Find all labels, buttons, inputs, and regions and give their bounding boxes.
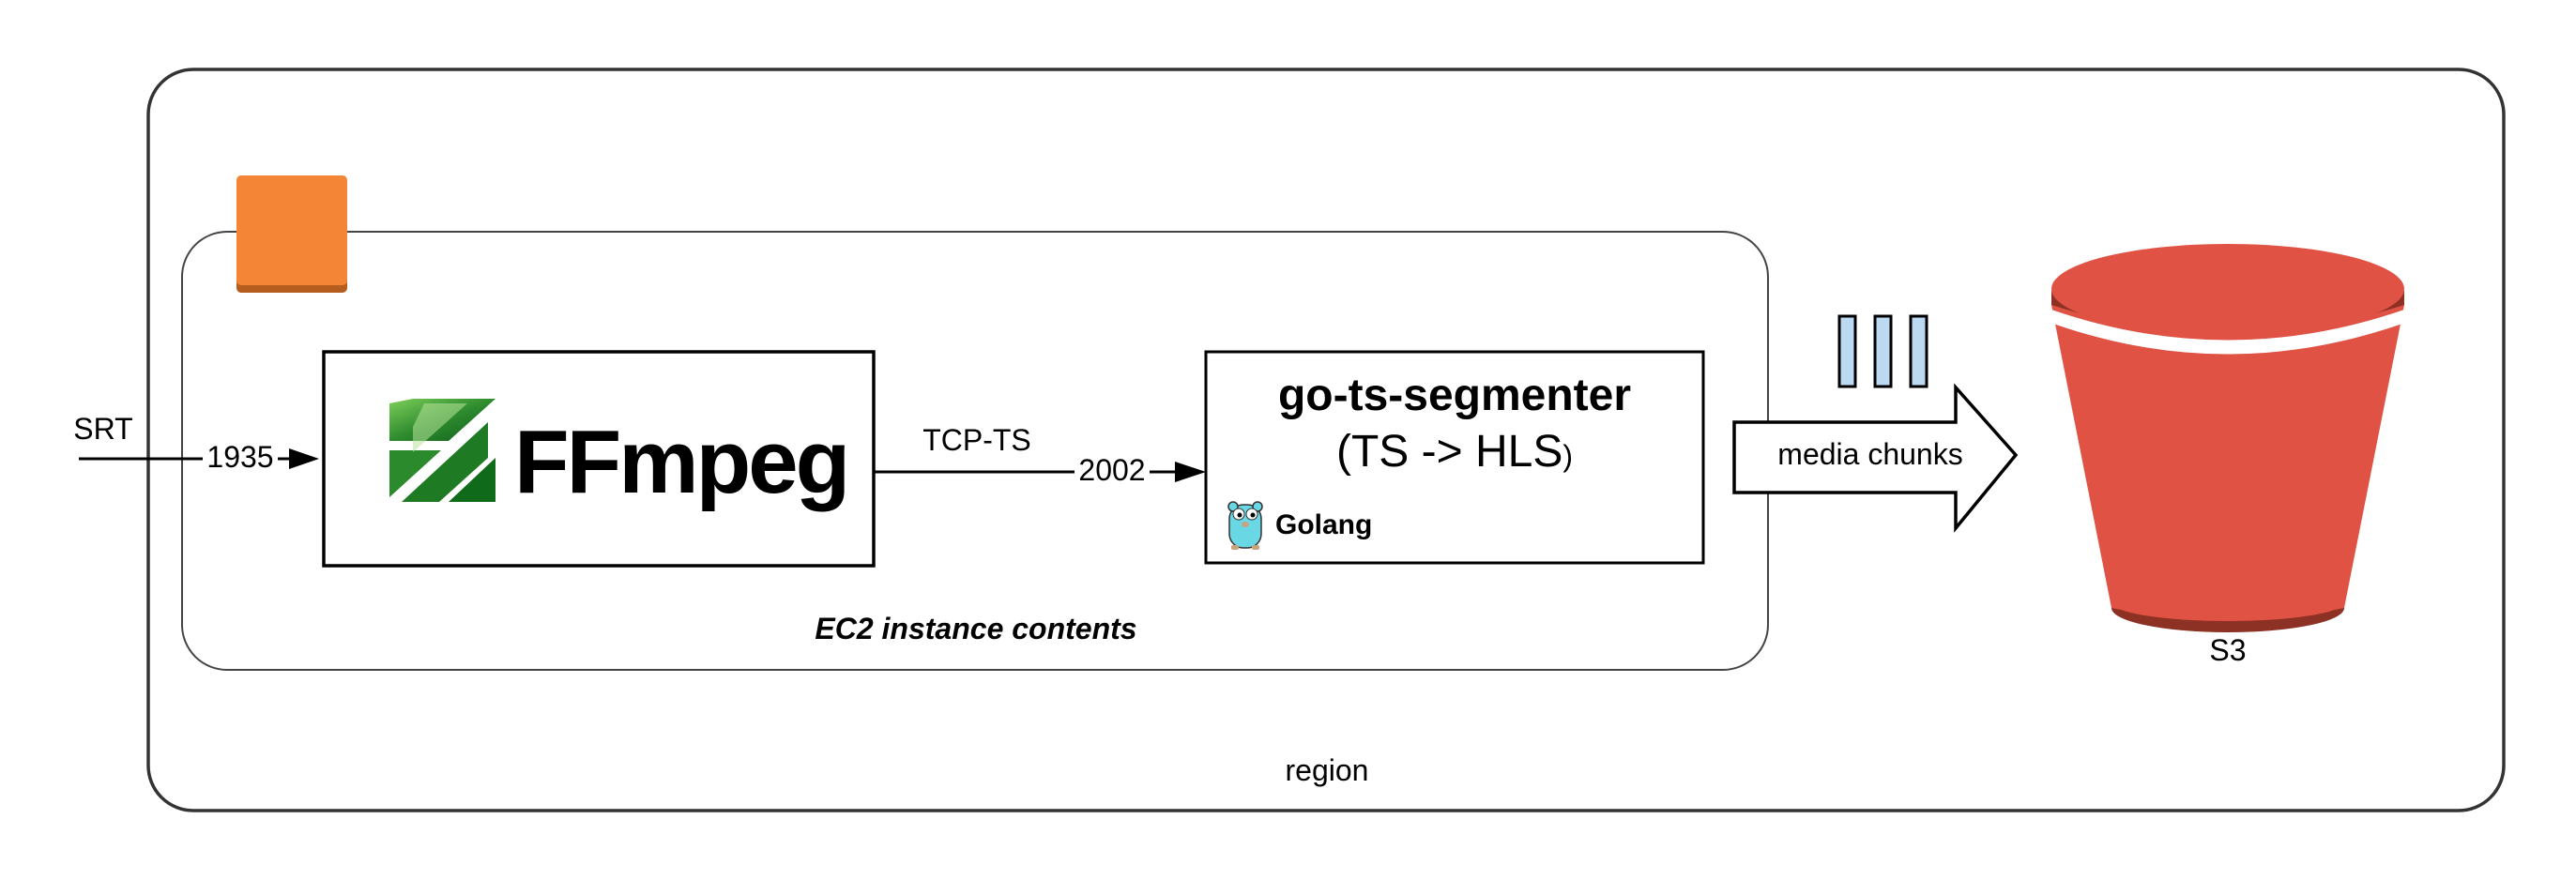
media-chunks-label: media chunks <box>1777 437 1962 471</box>
srt-input-arrow <box>79 448 319 469</box>
ffmpeg-logo-icon <box>389 399 495 502</box>
gopher-icon <box>1227 501 1263 550</box>
media-chunk-3 <box>1909 314 1928 388</box>
region-container <box>146 68 2506 812</box>
region-label: region <box>1286 753 1369 787</box>
golang-label: Golang <box>1275 509 1372 540</box>
media-chunk-1 <box>1837 314 1857 388</box>
s3-label: S3 <box>2209 633 2246 667</box>
port-1935-bg <box>203 439 278 475</box>
port-2002-bg <box>1075 452 1150 488</box>
s3-bucket-icon <box>2051 244 2404 632</box>
segmenter-title: go-ts-segmenter <box>1278 371 1631 420</box>
ec2-instance-icon <box>236 175 347 293</box>
ec2-label: EC2 instance contents <box>815 612 1136 645</box>
tcp-ts-label: TCP-TS <box>922 423 1031 457</box>
port-2002-label: 2002 <box>1078 453 1145 487</box>
segmenter-subtitle: (TS -> HLS) <box>1336 427 1573 477</box>
srt-label: SRT <box>73 412 132 446</box>
ffmpeg-name: FFmpeg <box>514 412 847 512</box>
media-chunks-arrow <box>1732 383 2019 533</box>
port-1935-label: 1935 <box>206 440 273 474</box>
segmenter-box <box>1204 350 1705 565</box>
tcp-ts-arrow <box>874 462 1206 482</box>
media-chunk-icons <box>1837 314 1928 388</box>
media-chunk-2 <box>1873 314 1893 388</box>
